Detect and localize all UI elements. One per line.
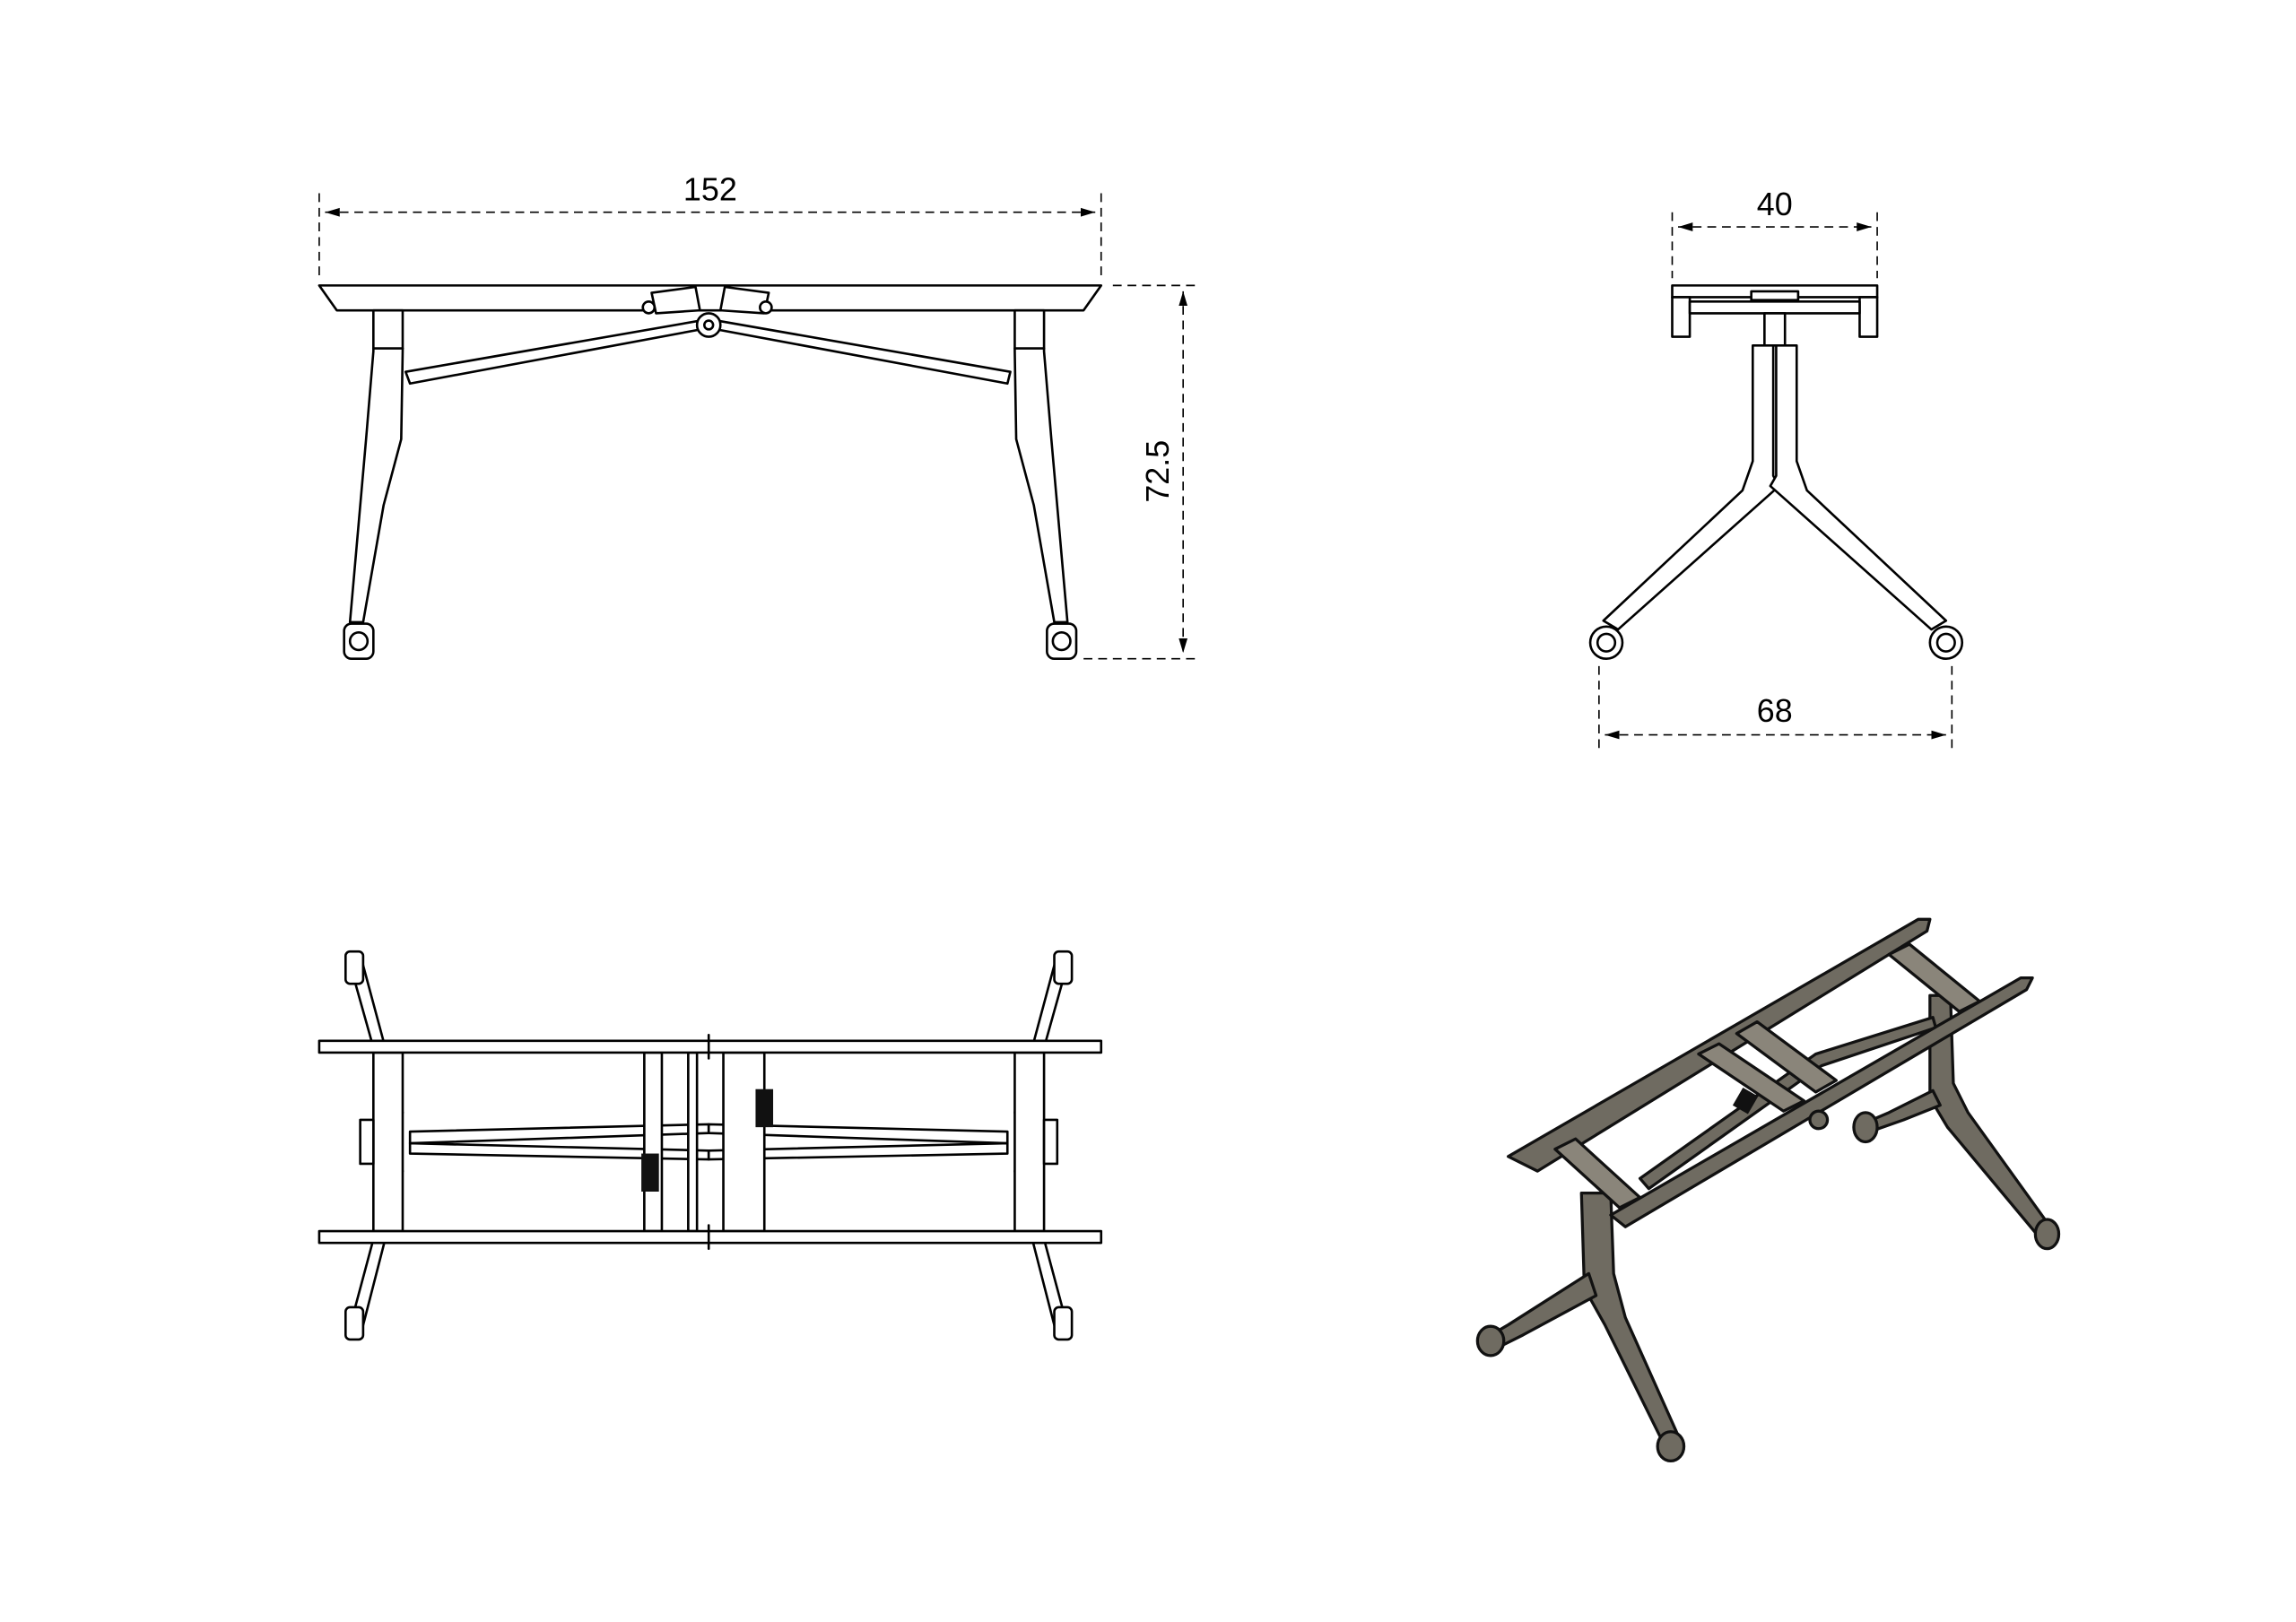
top-view bbox=[317, 950, 1103, 1341]
depth-dimension-label: 40 bbox=[1757, 186, 1793, 222]
top-rail-lower bbox=[317, 1229, 1103, 1245]
side-view: 40 68 bbox=[1588, 186, 1964, 754]
table-top bbox=[317, 284, 1103, 312]
top-rail-upper bbox=[317, 1039, 1103, 1054]
iso-rail-front bbox=[1609, 976, 2034, 1228]
width-dimension-label: 152 bbox=[683, 171, 737, 208]
base-dimension-label: 68 bbox=[1757, 692, 1793, 729]
height-dimension-label: 72.5 bbox=[1139, 440, 1176, 503]
isometric-view bbox=[1475, 917, 2061, 1463]
front-view: 152 72.5 bbox=[317, 171, 1201, 661]
left-leg bbox=[348, 308, 404, 624]
right-leg bbox=[1013, 308, 1069, 624]
